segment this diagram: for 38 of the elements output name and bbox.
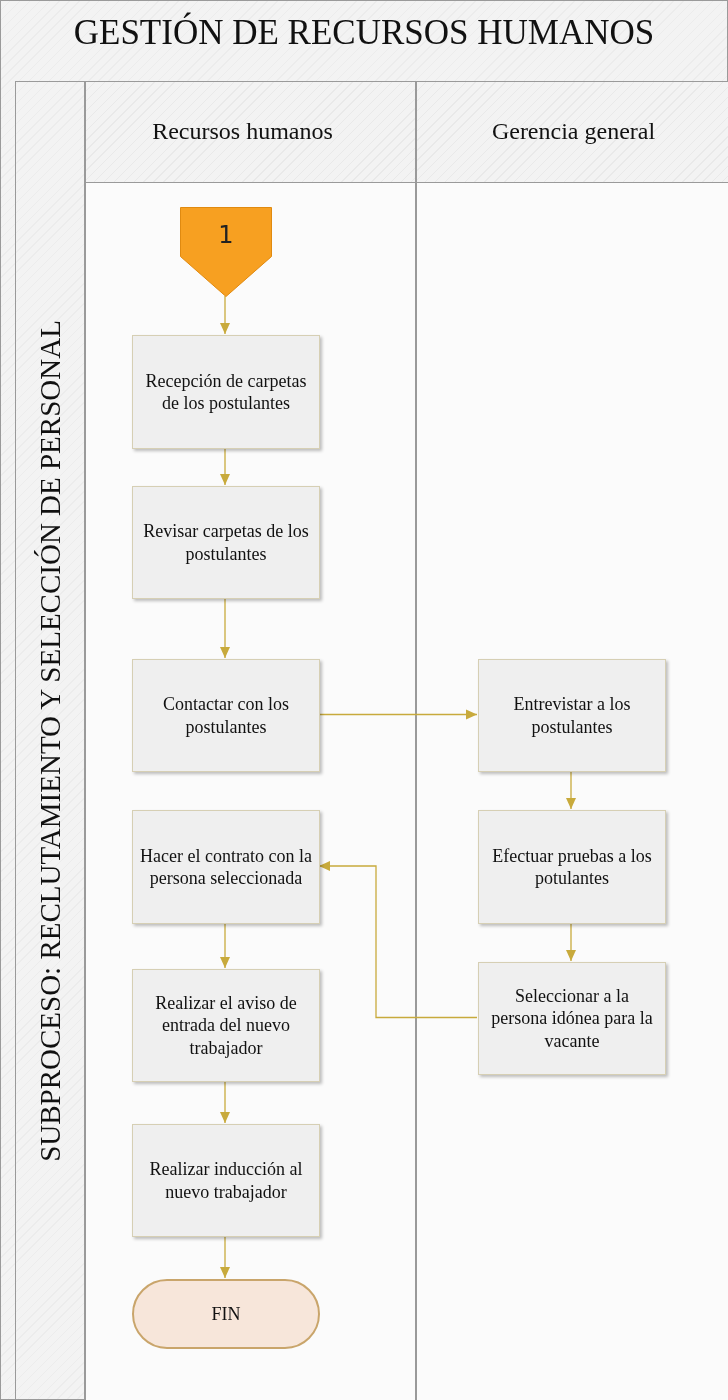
arrow (318, 709, 478, 720)
lane-title: Gerencia general (490, 118, 657, 145)
process-label: Efectuar pruebas a los potulantes (491, 844, 653, 890)
process-box (132, 810, 320, 924)
arrow (220, 597, 230, 659)
pool-title: GESTIÓN DE RECURSOS HUMANOS (72, 13, 656, 53)
process-label: Seleccionar a la persona idónea para la vacante (490, 984, 654, 1053)
process-box (132, 969, 320, 1082)
arrow (220, 1080, 230, 1124)
process-label: Contactar con los postulantes (162, 693, 290, 739)
process-box (132, 335, 320, 449)
process-label: Recepción de carpetas de los postulantes (144, 369, 308, 415)
process-label: Entrevistar a los postulantes (512, 693, 632, 739)
arrow (318, 861, 478, 1019)
arrow (220, 1235, 230, 1279)
arrow (566, 770, 576, 810)
terminator-label: FIN (210, 1302, 242, 1326)
process-label: Realizar el aviso de entrada del nuevo trabajador (154, 991, 298, 1060)
swimlane (85, 81, 416, 1400)
process-box (478, 659, 666, 772)
arrow (220, 447, 230, 486)
arrow (566, 922, 576, 962)
process-box (478, 810, 666, 924)
process-box (132, 486, 320, 599)
process-box (132, 659, 320, 772)
off-page-connector (180, 207, 272, 297)
subprocess-band (15, 81, 85, 1400)
process-label: Hacer el contrato con la persona seleccionada (139, 844, 313, 890)
process-box (132, 1124, 320, 1237)
process-box (478, 962, 666, 1075)
subprocess-title: SUBPROCESO: RECLUTAMIENTO Y SELECCIÓN DE PERSONAL (33, 320, 67, 1162)
arrow (220, 295, 230, 335)
process-label: Revisar carpetas de los postulantes (142, 520, 310, 566)
process-label: Realizar inducción al nuevo trabajador (148, 1158, 304, 1204)
lane-title: Recursos humanos (151, 118, 334, 145)
arrow (220, 922, 230, 969)
swimlane (416, 81, 728, 1400)
connector-number: 1 (217, 221, 235, 249)
